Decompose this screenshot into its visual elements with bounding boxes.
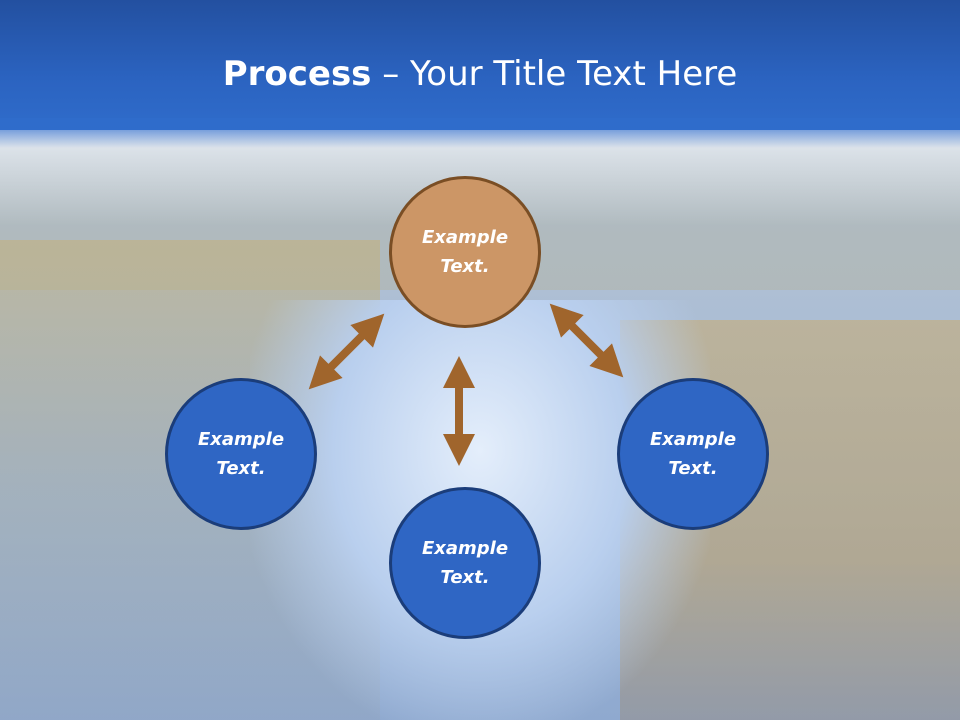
slide-title-bold: Process bbox=[222, 54, 372, 94]
process-node-top[interactable]: Example Text. bbox=[389, 176, 541, 328]
title-banner-fade bbox=[0, 118, 960, 148]
slide-title-rest: – Your Title Text Here bbox=[371, 54, 738, 94]
process-node-right[interactable]: Example Text. bbox=[617, 378, 769, 530]
slide-title: Process – Your Title Text Here bbox=[0, 52, 960, 96]
process-node-bottom-label: Example Text. bbox=[421, 538, 509, 588]
process-node-left[interactable]: Example Text. bbox=[165, 378, 317, 530]
process-node-left-label: Example Text. bbox=[197, 429, 285, 479]
arrow-top-left bbox=[308, 313, 385, 390]
process-node-top-label: Example Text. bbox=[421, 227, 509, 277]
process-node-right-label: Example Text. bbox=[649, 429, 737, 479]
process-node-bottom[interactable]: Example Text. bbox=[389, 487, 541, 639]
title-banner bbox=[0, 0, 960, 130]
arrow-top-right bbox=[549, 303, 624, 378]
